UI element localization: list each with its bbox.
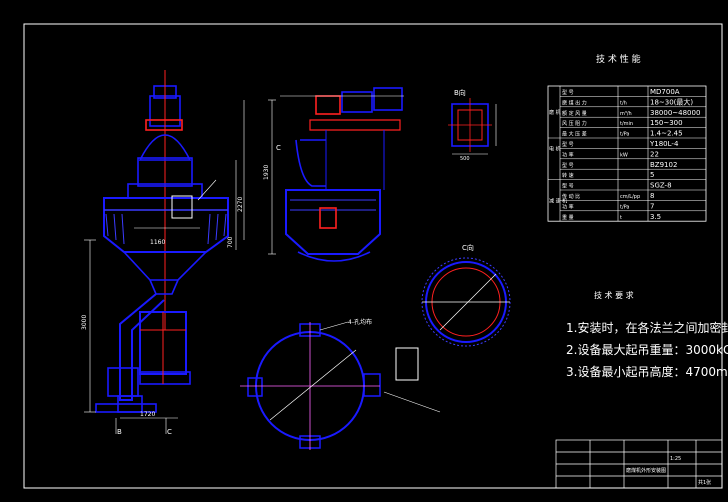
requirements-title: 技 术 要 求 — [594, 290, 634, 300]
spec-row-value: Y180L-4 — [649, 140, 679, 148]
spec-row-unit: kW — [620, 152, 628, 158]
b-view-label: B向 — [454, 88, 466, 97]
spec-group-label: 减 速 机 — [549, 197, 567, 204]
main-view-dimensions — [84, 100, 245, 434]
drawing-frame — [23, 23, 723, 489]
side-view-dimensions — [268, 95, 404, 255]
b-view-dimensions — [452, 104, 497, 155]
spec-row-unit: t/min — [620, 121, 633, 127]
dim-inner-width: 1160 — [150, 239, 165, 246]
spec-row-value: SGZ-8 — [650, 182, 672, 190]
requirement-1: 1.安装时，在各法兰之间加密封垫。 — [566, 320, 728, 335]
spec-row-unit: m³/h — [620, 111, 632, 117]
dim-left-height-1: 3000 — [81, 315, 88, 330]
spec-row-unit: t/Pa — [620, 204, 630, 210]
b-view — [448, 98, 492, 152]
spec-row-name: 重 量 — [562, 214, 574, 221]
spec-row-value: MD700A — [650, 88, 680, 96]
spec-row-name: 风 压 阻 力 — [562, 120, 587, 127]
spec-row-name: 功 率 — [562, 203, 574, 210]
spec-row-unit: t — [620, 215, 622, 221]
spec-row-unit: t/Pa — [620, 132, 630, 138]
spec-row-name: 型 号 — [562, 89, 574, 96]
spec-row-value: 38000~48000 — [650, 109, 700, 117]
holes-label: 4-孔均布 — [348, 318, 372, 326]
spec-row-value: BZ9102 — [650, 161, 677, 169]
title-block — [555, 439, 723, 489]
spec-row-name: 最 大 压 差 — [562, 131, 587, 138]
spec-row-name: 功 率 — [562, 151, 574, 158]
spec-row-value: 1.4~2.45 — [650, 130, 683, 138]
spec-row-value: 150~300 — [650, 119, 683, 127]
section-mark-b: B — [117, 428, 122, 436]
title-block-scale: 1:25 — [670, 456, 681, 462]
spec-row-value: 5 — [650, 171, 654, 179]
specs-title: 技 术 性 能 — [596, 53, 641, 65]
spec-row-value: 7 — [650, 202, 654, 210]
requirement-3: 3.设备最小起吊高度：4700mm。 — [566, 364, 728, 379]
spec-row-value: 22 — [650, 150, 659, 158]
main-front-view — [95, 70, 229, 413]
spec-row-value: 3.5 — [650, 213, 661, 221]
dim-left-small: 700 — [227, 236, 234, 248]
c-section-label: C向 — [462, 243, 474, 252]
spec-row-name: 转 速 — [562, 172, 574, 179]
spec-row-name: 额 定 风 量 — [562, 110, 587, 117]
dim-right-height: 1930 — [263, 165, 270, 180]
dim-left-height-2: 2270 — [237, 197, 244, 212]
spec-table: 型 号 MD700A 磨 煤 出 力 t/h 18~30(最大) 额 定 风 量 m³/h 3… — [547, 85, 707, 222]
spec-row-name: 型 号 — [562, 183, 574, 190]
spec-group-label: 磨 机 — [549, 109, 561, 116]
c-section-view — [421, 257, 511, 347]
foundation-plan — [240, 321, 381, 450]
requirement-2: 2.设备最大起吊重量：3000kG。 — [566, 343, 728, 357]
spec-row-value: 8 — [650, 192, 654, 200]
dim-flange: 500 — [460, 156, 470, 162]
spec-row-name: 磨 煤 出 力 — [562, 99, 587, 106]
spec-row-name: 型 号 — [562, 141, 574, 148]
spec-row-name: 传 动 比 — [562, 193, 580, 200]
title-block-sheet: 共1张 — [698, 479, 711, 486]
spec-row-unit: cm/L/pp — [620, 194, 640, 200]
section-mark-c: C — [167, 428, 172, 436]
foundation-detail — [383, 347, 441, 413]
spec-row-unit: t/h — [620, 100, 627, 106]
spec-row-value: 18~30(最大) — [650, 97, 693, 106]
dim-left-width: 1720 — [140, 411, 155, 418]
spec-group-label: 电 机 — [549, 145, 561, 152]
section-label-c: C — [276, 144, 281, 152]
title-block-name: 磨煤机外形安装图 — [626, 467, 666, 474]
spec-row-name: 型 号 — [562, 162, 574, 169]
